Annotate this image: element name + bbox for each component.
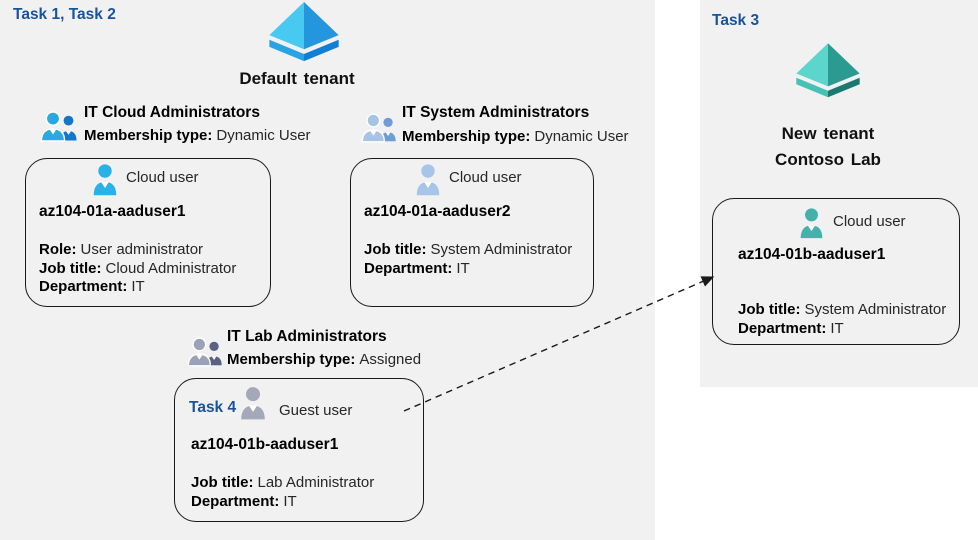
attr-label: Job title: <box>364 241 427 258</box>
membership-type-lab-admins: Membership type:Assigned <box>227 351 421 368</box>
user-attr-department: Department:IT <box>738 320 946 339</box>
attr-label: Department: <box>738 319 827 337</box>
membership-type-value: Assigned <box>359 351 422 368</box>
cloud-user-icon <box>416 164 440 196</box>
user-card-aaduser2: Cloud user az104-01a-aaduser2 Job title:… <box>350 158 594 307</box>
attr-value: IT <box>830 319 844 337</box>
group-icon-cloud-admins <box>40 111 77 142</box>
membership-type-cloud-admins: Membership type:Dynamic User <box>84 127 311 144</box>
membership-type-label: Membership type: <box>227 351 356 368</box>
user-type-label: Cloud user <box>126 169 199 186</box>
user-attributes: Job title:System Administrator Departmen… <box>364 241 572 278</box>
user-name: az104-01a-aaduser1 <box>39 203 186 220</box>
attr-value: System Administrator <box>804 301 947 318</box>
user-type-label: Cloud user <box>449 169 522 186</box>
azure-ad-tenant-icon <box>269 2 339 62</box>
attr-label: Department: <box>39 278 128 296</box>
attr-label: Department: <box>364 259 453 277</box>
user-attr-job-title: Job title:Lab Administrator <box>191 474 374 493</box>
user-type-label: Cloud user <box>833 213 906 230</box>
attr-value: Cloud Administrator <box>105 259 237 277</box>
cloud-user-icon <box>800 208 823 239</box>
user-type-label: Guest user <box>279 402 353 419</box>
group-title-lab-admins: IT Lab Administrators <box>227 328 387 345</box>
user-name: az104-01b-aaduser1 <box>738 246 886 263</box>
user-card-new-tenant-aaduser1: Cloud user az104-01b-aaduser1 Job title:… <box>712 198 960 345</box>
attr-value: IT <box>283 492 297 510</box>
user-attributes: Role:User administrator Job title:Cloud … <box>39 241 236 297</box>
task-4-label: Task 4 <box>189 399 237 416</box>
new-tenant-panel: Task 3 New tenant Contoso Lab Cloud user… <box>700 0 978 387</box>
attr-value: IT <box>456 259 470 277</box>
group-title-cloud-admins: IT Cloud Administrators <box>84 104 260 121</box>
attr-label: Role: <box>39 241 77 258</box>
attr-label: Job title: <box>738 301 801 318</box>
user-attr-job-title: Job title:Cloud Administrator <box>39 260 236 279</box>
attr-value: System Administrator <box>430 241 573 258</box>
attr-value: Lab Administrator <box>257 474 375 491</box>
user-card-guest-aaduser1: Task 4 Guest user az104-01b-aaduser1 Job… <box>174 378 424 522</box>
task-3-label: Task 3 <box>712 12 760 29</box>
user-attr-job-title: Job title:System Administrator <box>738 301 946 320</box>
new-tenant-name: Contoso Lab <box>775 150 881 169</box>
guest-user-icon <box>241 387 265 420</box>
user-attr-department: Department:IT <box>364 260 572 279</box>
group-icon-lab-admins <box>187 337 222 367</box>
user-attributes: Job title:System Administrator Departmen… <box>738 301 946 338</box>
user-attributes: Job title:Lab Administrator Department:I… <box>191 474 374 511</box>
default-tenant-title: Default tenant <box>239 69 355 88</box>
new-tenant-title: New tenant <box>781 124 875 143</box>
membership-type-label: Membership type: <box>84 127 213 144</box>
membership-type-value: Dynamic User <box>216 127 311 144</box>
user-attr-department: Department:IT <box>39 278 236 297</box>
task-1-2-label: Task 1, Task 2 <box>13 6 116 23</box>
group-title-system-admins: IT System Administrators <box>402 104 590 121</box>
group-icon-system-admins <box>361 113 396 143</box>
user-name: az104-01a-aaduser2 <box>364 203 511 220</box>
new-tenant-icon <box>796 43 860 98</box>
membership-type-system-admins: Membership type:Dynamic User <box>402 128 629 145</box>
membership-type-label: Membership type: <box>402 128 531 145</box>
user-attr-job-title: Job title:System Administrator <box>364 241 572 260</box>
user-attr-department: Department:IT <box>191 493 374 512</box>
user-card-aaduser1: Cloud user az104-01a-aaduser1 Role:User … <box>25 158 271 307</box>
default-tenant-panel: Task 1, Task 2 Default tenant IT Cloud A… <box>0 0 655 540</box>
attr-label: Job title: <box>191 474 254 491</box>
attr-label: Department: <box>191 492 280 510</box>
membership-type-value: Dynamic User <box>534 128 629 145</box>
cloud-user-icon <box>93 164 117 196</box>
user-attr-role: Role:User administrator <box>39 241 236 260</box>
user-name: az104-01b-aaduser1 <box>191 436 339 453</box>
attr-value: User administrator <box>80 241 204 258</box>
attr-value: IT <box>131 278 145 296</box>
attr-label: Job title: <box>39 259 102 277</box>
